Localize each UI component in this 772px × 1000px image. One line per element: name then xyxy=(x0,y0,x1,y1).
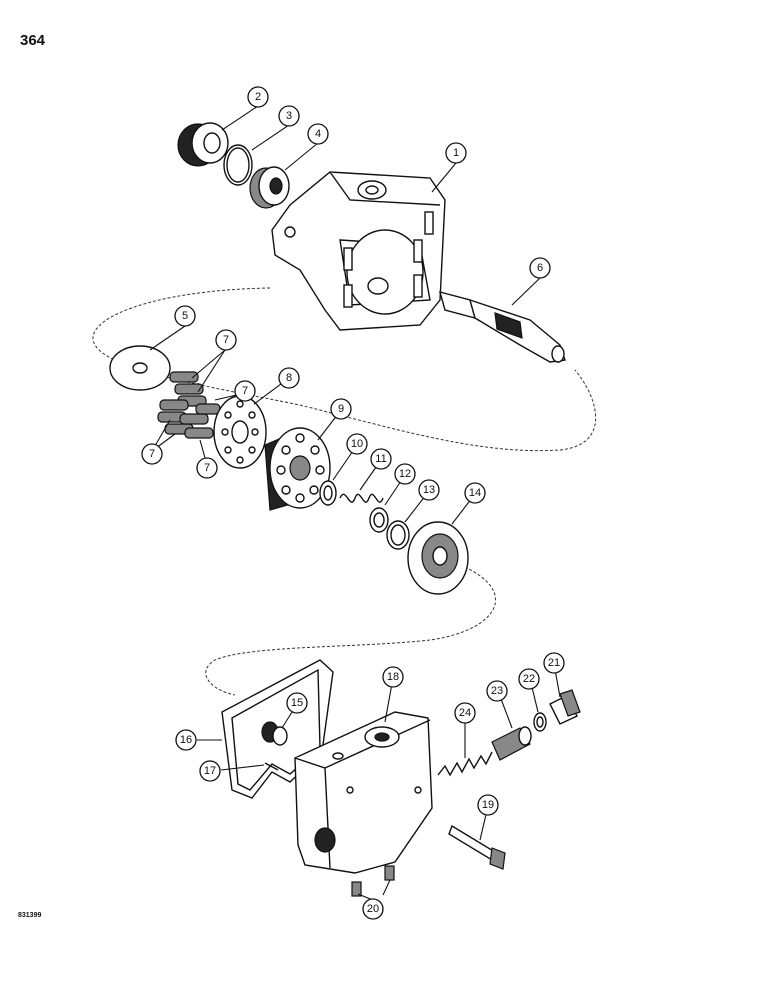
washer-12 xyxy=(369,507,389,533)
spring-11 xyxy=(339,493,384,503)
callout-10: 10 xyxy=(346,433,368,455)
callout-22: 22 xyxy=(518,668,540,690)
callout-8: 8 xyxy=(278,367,300,389)
callout-1: 1 xyxy=(445,142,467,164)
callout-20-label: 20 xyxy=(367,903,379,915)
page-number: 364 xyxy=(20,32,46,49)
plug-15 xyxy=(261,721,288,746)
callout-12-label: 12 xyxy=(399,468,411,480)
callout-5: 5 xyxy=(174,305,196,327)
cylinder-block-9 xyxy=(264,427,331,511)
washer-10 xyxy=(319,480,337,506)
callout-16-label: 16 xyxy=(180,734,192,746)
callout-7-top: 7 xyxy=(215,329,237,351)
retainer-plate-8 xyxy=(213,395,267,469)
callout-24: 24 xyxy=(454,702,476,724)
callout-21: 21 xyxy=(543,652,565,674)
callout-23: 23 xyxy=(486,680,508,702)
callout-23-label: 23 xyxy=(491,685,503,697)
callout-20: 20 xyxy=(362,898,384,920)
callout-4: 4 xyxy=(307,123,329,145)
ball-bearing-4 xyxy=(249,166,290,209)
callout-18-label: 18 xyxy=(387,671,399,683)
callout-4-label: 4 xyxy=(315,128,321,140)
callout-13-label: 13 xyxy=(423,484,435,496)
callout-14: 14 xyxy=(464,482,486,504)
callout-7-left-label: 7 xyxy=(149,448,155,460)
callout-19: 19 xyxy=(477,794,499,816)
dowel-pin-17 xyxy=(264,762,279,771)
end-cover-18 xyxy=(294,711,433,874)
callout-16: 16 xyxy=(175,729,197,751)
o-ring-22 xyxy=(533,712,547,732)
valve-plate-14 xyxy=(407,521,469,595)
callout-12: 12 xyxy=(394,463,416,485)
callout-22-label: 22 xyxy=(523,673,535,685)
callout-11: 11 xyxy=(370,448,392,470)
callout-7-bottom: 7 xyxy=(196,457,218,479)
piston-set-7 xyxy=(157,371,221,439)
drive-shaft-6 xyxy=(438,291,566,363)
callout-19-label: 19 xyxy=(482,799,494,811)
callout-9: 9 xyxy=(330,398,352,420)
thrust-washer-5 xyxy=(109,345,171,391)
assembly-dashed-line-middle xyxy=(205,564,496,696)
callout-17: 17 xyxy=(199,760,221,782)
assembly-dashed-line-upper xyxy=(92,287,597,452)
callout-10-label: 10 xyxy=(351,438,363,450)
callout-15: 15 xyxy=(286,692,308,714)
callout-18: 18 xyxy=(382,666,404,688)
callout-2: 2 xyxy=(247,86,269,108)
relief-valve-23 xyxy=(491,726,532,761)
callout-7-top-label: 7 xyxy=(223,334,229,346)
callout-9-label: 9 xyxy=(338,403,344,415)
callout-13: 13 xyxy=(418,479,440,501)
set-screws-20 xyxy=(351,865,395,897)
callout-7-bottom-label: 7 xyxy=(204,462,210,474)
callout-7-right-label: 7 xyxy=(242,385,248,397)
callout-1-label: 1 xyxy=(453,147,459,159)
callout-21-label: 21 xyxy=(548,657,560,669)
figure-code: 831399 xyxy=(18,912,42,919)
callout-6-label: 6 xyxy=(537,262,543,274)
callout-2-label: 2 xyxy=(255,91,261,103)
pump-housing xyxy=(271,171,446,331)
callout-15-label: 15 xyxy=(291,697,303,709)
callout-3-label: 3 xyxy=(286,110,292,122)
callout-5-label: 5 xyxy=(182,310,188,322)
callout-6: 6 xyxy=(529,257,551,279)
callout-17-label: 17 xyxy=(204,765,216,777)
callout-7-left: 7 xyxy=(141,443,163,465)
snap-ring-3 xyxy=(223,144,253,186)
callout-11-label: 11 xyxy=(375,453,386,465)
bearing-2 xyxy=(177,122,229,167)
relief-spring-24 xyxy=(437,751,493,777)
callout-24-label: 24 xyxy=(459,707,471,719)
plug-cap-21 xyxy=(549,689,581,725)
bolt-19 xyxy=(448,824,506,870)
snap-ring-13 xyxy=(386,520,410,550)
callout-3: 3 xyxy=(278,105,300,127)
callout-14-label: 14 xyxy=(469,487,481,499)
callout-8-label: 8 xyxy=(286,372,292,384)
callout-7-right: 7 xyxy=(234,380,256,402)
